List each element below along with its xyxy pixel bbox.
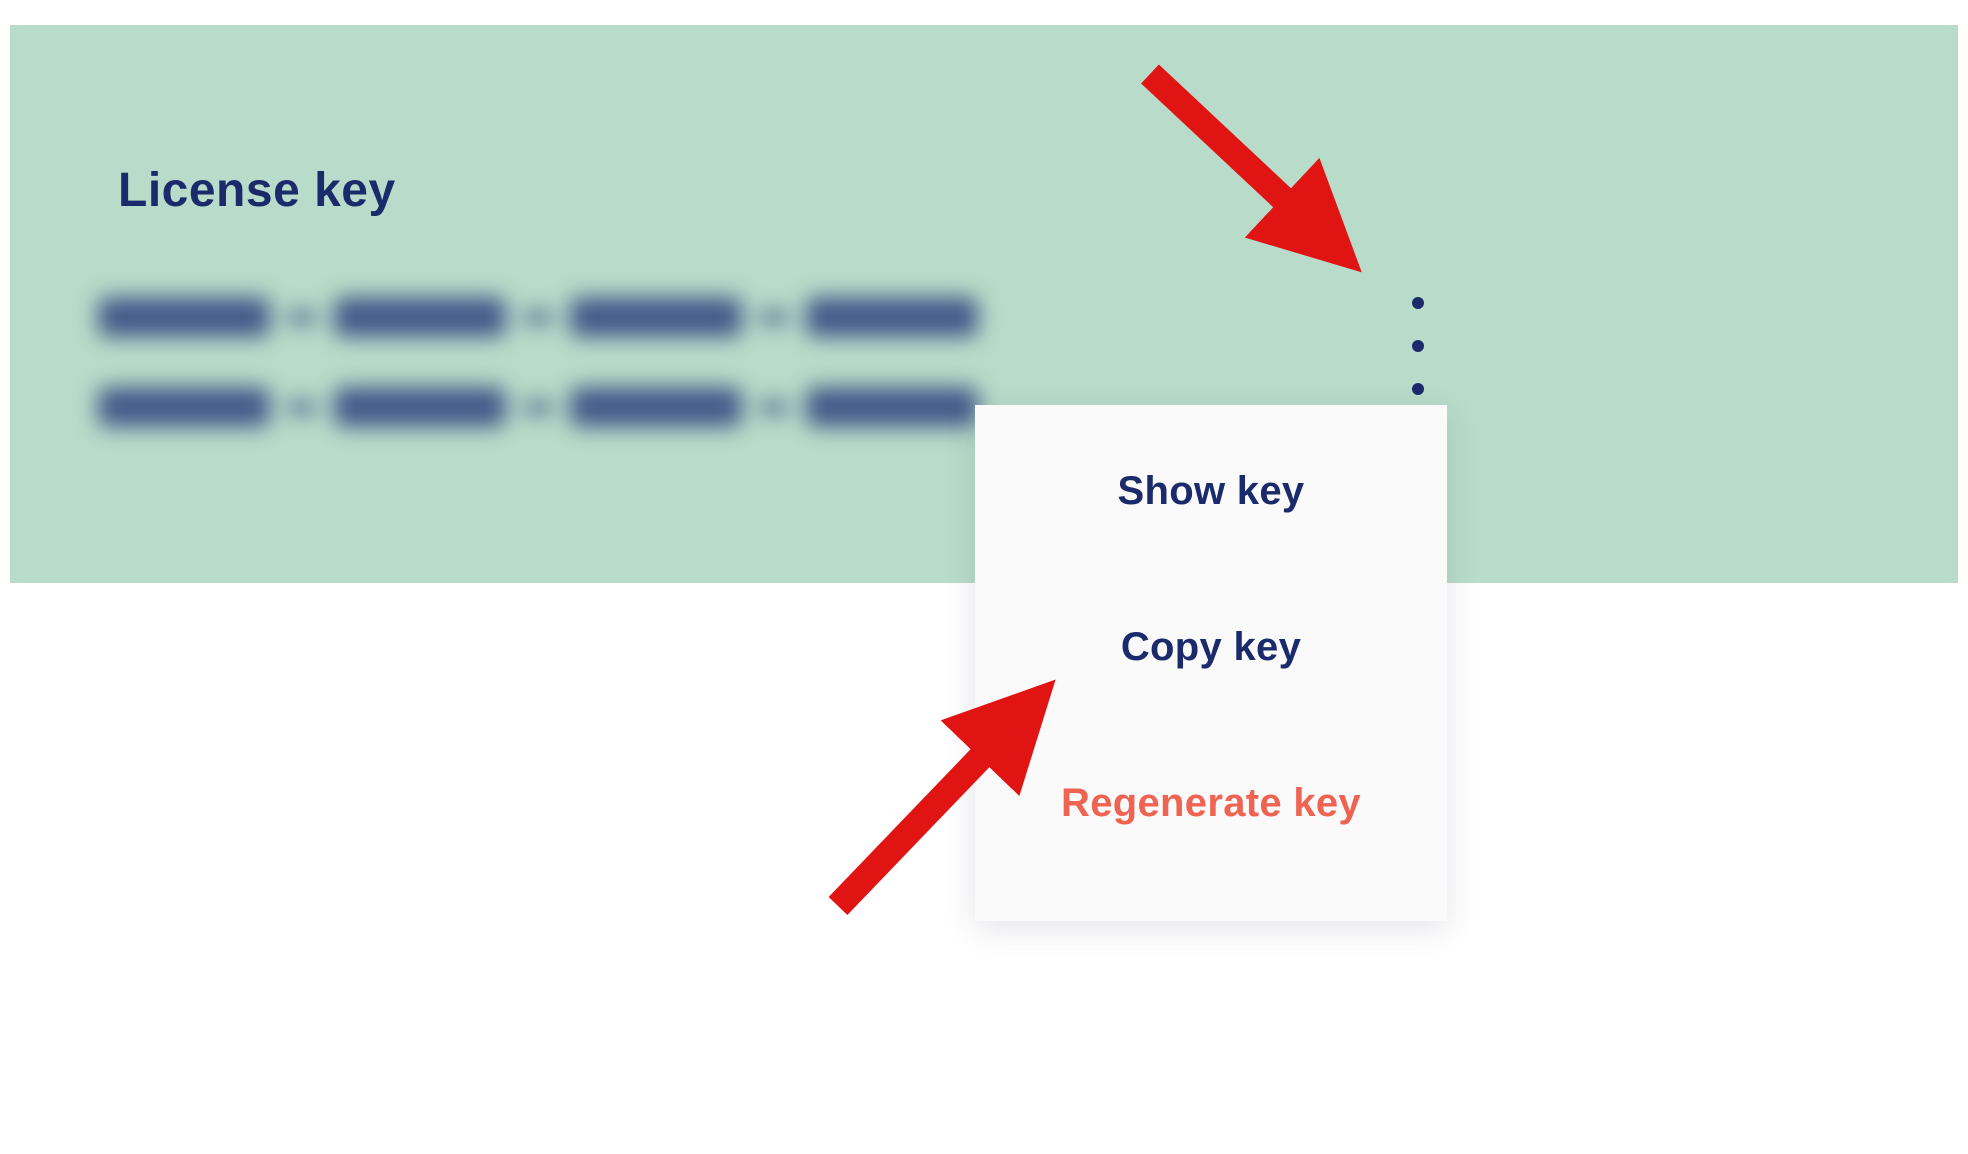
- masked-key-dash: [760, 310, 788, 324]
- menu-item-show-key[interactable]: Show key: [975, 413, 1447, 569]
- masked-key-row: [98, 297, 978, 337]
- masked-key-segment: [98, 387, 270, 427]
- masked-key-dash: [288, 310, 316, 324]
- menu-item-copy-key[interactable]: Copy key: [975, 569, 1447, 725]
- masked-key-dash: [524, 400, 552, 414]
- masked-key-dash: [288, 400, 316, 414]
- panel-title: License key: [118, 164, 396, 217]
- kebab-menu-icon: [1412, 383, 1424, 395]
- menu-item-regenerate-key[interactable]: Regenerate key: [975, 725, 1447, 881]
- masked-key-segment: [570, 387, 742, 427]
- masked-license-key: [98, 297, 978, 477]
- masked-key-segment: [334, 297, 506, 337]
- masked-key-segment: [806, 387, 978, 427]
- kebab-menu-icon: [1412, 340, 1424, 352]
- kebab-menu-icon: [1412, 297, 1424, 309]
- key-actions-menu: Show key Copy key Regenerate key: [975, 405, 1447, 921]
- masked-key-segment: [570, 297, 742, 337]
- masked-key-segment: [98, 297, 270, 337]
- masked-key-dash: [760, 400, 788, 414]
- kebab-menu-button[interactable]: [1392, 287, 1444, 405]
- masked-key-segment: [334, 387, 506, 427]
- masked-key-dash: [524, 310, 552, 324]
- masked-key-segment: [806, 297, 978, 337]
- masked-key-row: [98, 387, 978, 427]
